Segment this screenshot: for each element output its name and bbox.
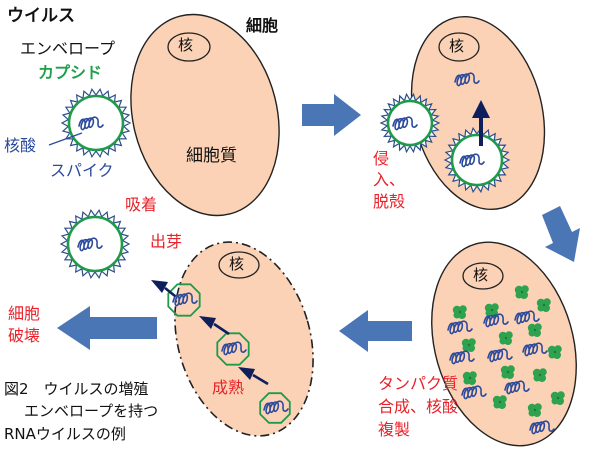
virus-free xyxy=(60,87,132,159)
budding-label: 出芽 xyxy=(150,232,183,251)
protein-blob-10 xyxy=(500,365,515,379)
capsid-label: カプシド xyxy=(38,63,103,82)
nucleic-acid-pointer xyxy=(48,132,83,146)
nucleus-label-4: 核 xyxy=(229,255,245,273)
virus-released-envelope xyxy=(66,215,124,273)
caption-line-1: 図2 ウイルスの増殖 xyxy=(4,380,149,398)
protein-blob-4 xyxy=(536,298,551,312)
process-arrow-3 xyxy=(339,310,412,352)
spike-label: スパイク xyxy=(50,161,114,180)
process-arrow-1 xyxy=(302,94,361,136)
protein-blob-12 xyxy=(550,391,565,405)
protein-blob-1 xyxy=(452,305,467,319)
protein-blob-6 xyxy=(498,331,513,345)
destruction-label-1: 細胞 xyxy=(8,304,41,323)
protein-blob-13 xyxy=(492,395,507,409)
maturation-arrow-1-shaft xyxy=(252,373,269,386)
capsid-2 xyxy=(216,332,250,366)
maturation-arrow-2-head xyxy=(199,316,216,329)
maturation-label: 成熟 xyxy=(212,378,245,397)
cell-1-nucleus xyxy=(167,32,211,62)
nucleus-label-1: 核 xyxy=(178,36,194,54)
virus-adsorbing-envelope xyxy=(386,99,434,147)
entry-label-2: 入、 xyxy=(373,170,406,189)
virus-free-envelope xyxy=(67,94,125,152)
uncoating-arrow-head xyxy=(472,100,490,118)
virus-released xyxy=(59,208,131,280)
destruction-label-2: 破壊 xyxy=(8,326,41,345)
cell-2-nucleus xyxy=(438,32,480,62)
virus-adsorbing xyxy=(379,92,441,154)
synthesis-label-1: タンパク質 xyxy=(378,374,459,393)
capsid-3 xyxy=(167,283,201,317)
cell-4-nucleus xyxy=(218,251,260,279)
protein-blob-7 xyxy=(527,323,542,337)
protein-blob-3 xyxy=(514,285,529,299)
protein-blob-9 xyxy=(462,371,477,385)
protein-blob-14 xyxy=(527,403,542,417)
virus-entering xyxy=(443,126,511,194)
virus-entering-envelope xyxy=(450,133,504,187)
caption-line-2: エンベロープを持つ xyxy=(24,402,159,420)
maturation-arrow-2-shaft xyxy=(213,322,230,336)
protein-blob-11 xyxy=(532,368,547,382)
maturation-arrow-1-head xyxy=(238,367,255,380)
adsorption-label: 吸着 xyxy=(125,195,158,214)
protein-blob-8 xyxy=(547,345,562,359)
process-arrow-4 xyxy=(57,306,157,350)
process-arrow-2 xyxy=(542,206,580,262)
caption-line-3: RNAウイルスの例 xyxy=(4,425,126,443)
nucleus-label-3: 核 xyxy=(473,266,489,284)
nucleic-acid-label: 核酸 xyxy=(4,136,37,155)
maturation-arrow-3-head xyxy=(151,280,168,293)
cytoplasm-label: 細胞質 xyxy=(186,146,237,166)
nucleus-label-2: 核 xyxy=(449,37,465,55)
virus-title: ウイルス xyxy=(7,6,75,26)
cell-label: 細胞 xyxy=(246,16,279,35)
capsid-1 xyxy=(259,392,291,424)
entry-label-3: 脱殻 xyxy=(373,192,406,211)
capsid-maturing xyxy=(167,283,291,424)
synthesis-label-2: 合成、核酸 xyxy=(378,397,459,416)
cell-1-body xyxy=(130,13,280,217)
maturation-arrow-3-shaft xyxy=(164,286,176,298)
cell-3-nucleus xyxy=(462,262,504,290)
synthesis-label-3: 複製 xyxy=(378,420,411,439)
envelope-label: エンベロープ xyxy=(20,39,116,58)
entry-label-1: 侵 xyxy=(373,149,390,168)
protein-blob-5 xyxy=(461,338,476,352)
